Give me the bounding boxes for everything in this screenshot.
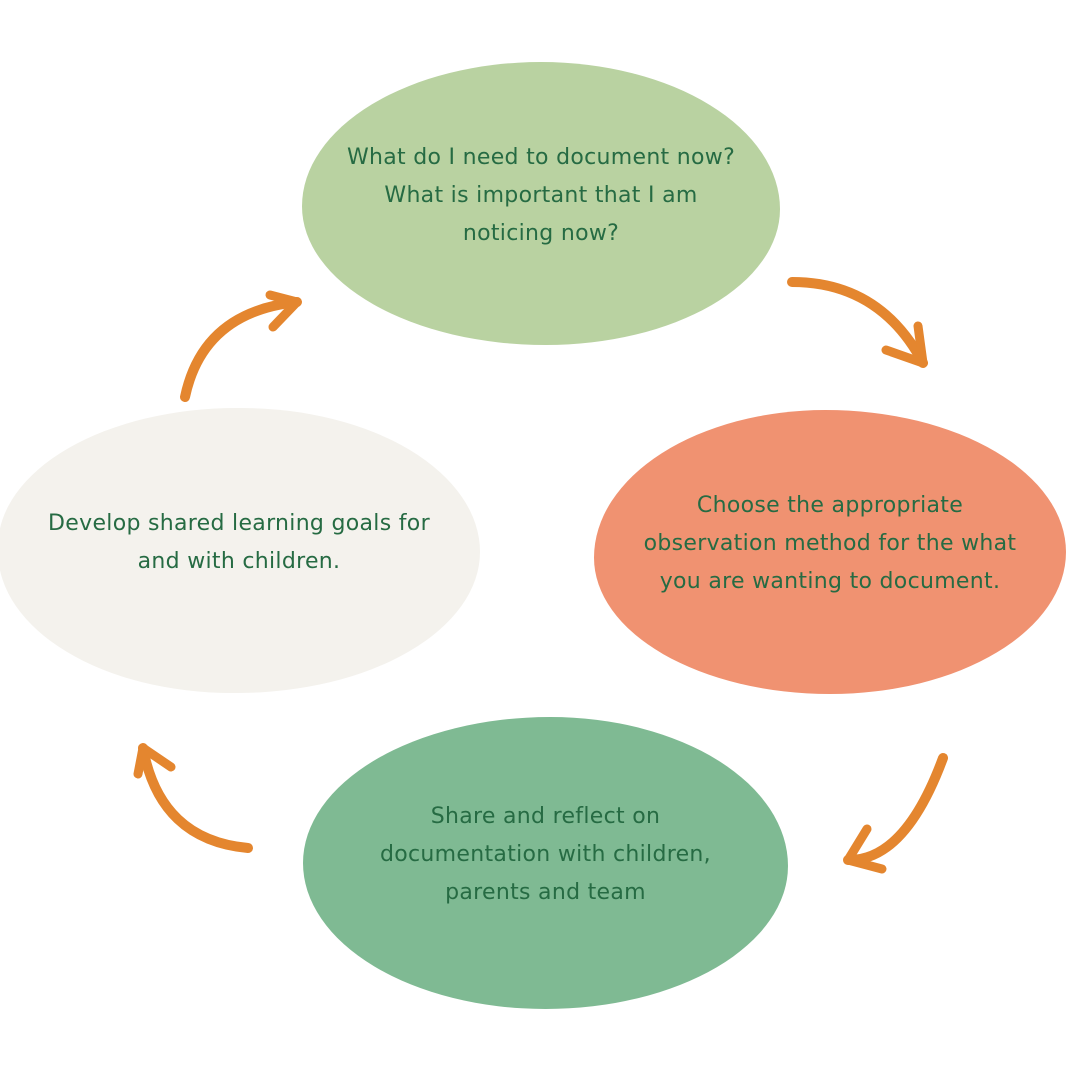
text-line: Develop shared learning goals for: [48, 510, 430, 536]
curved-arrow-icon-right-to-bottom: [843, 753, 948, 874]
text-line: What is important that I am: [384, 182, 698, 208]
text-line: Choose the appropriate: [696, 493, 964, 518]
text-line: you are wanting to document.: [659, 569, 1001, 594]
cycle-node-right: Choose the appropriate observation metho…: [594, 410, 1066, 694]
text-line: parents and team: [445, 880, 646, 905]
text-line: What do I need to document now?: [346, 144, 736, 170]
text-line: documentation with children,: [380, 842, 711, 867]
text-line: observation method for the what: [643, 531, 1017, 556]
text-line: Share and reflect on: [430, 804, 661, 829]
cycle-node-top: What do I need to document now? What is …: [302, 62, 780, 345]
cycle-node-bottom: Share and reflect on documentation with …: [303, 717, 788, 1009]
curved-arrow-icon-top-to-right: [787, 277, 928, 368]
cycle-node-left-text: Develop shared learning goals for and wi…: [22, 505, 456, 581]
cycle-node-top-text: What do I need to document now? What is …: [326, 139, 756, 253]
cycle-node-left: Develop shared learning goals for and wi…: [0, 408, 480, 693]
text-line: and with children.: [137, 548, 341, 574]
text-line: noticing now?: [462, 220, 620, 246]
curved-arrow-icon-left-to-top: [180, 290, 302, 402]
cycle-node-bottom-text: Share and reflect on documentation with …: [327, 798, 764, 912]
cycle-node-right-text: Choose the appropriate observation metho…: [618, 487, 1043, 601]
curved-arrow-icon-bottom-to-left: [133, 743, 253, 853]
